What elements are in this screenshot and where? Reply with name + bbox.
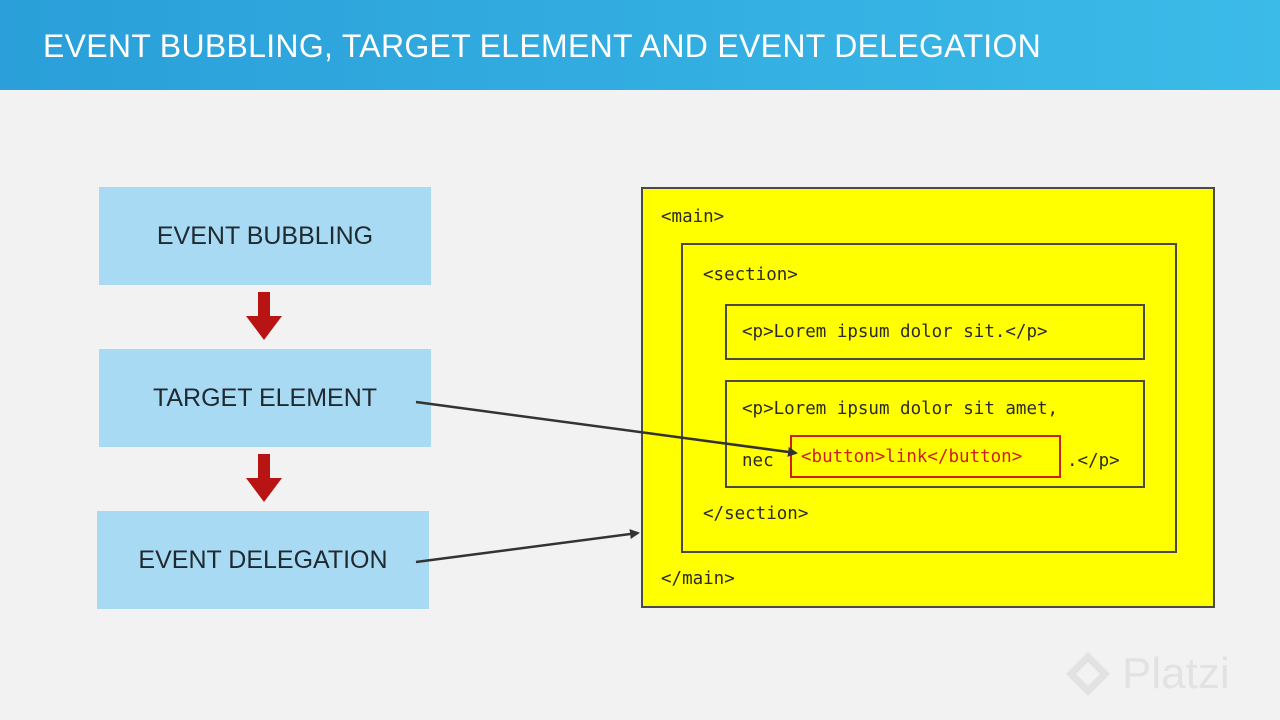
event-delegation-label: EVENT DELEGATION [138, 545, 388, 574]
section-close-tag: </section> [703, 504, 809, 524]
main-element-box [641, 187, 1215, 608]
paragraph-2-line-1: <p>Lorem ipsum dolor sit amet, [742, 399, 1059, 419]
event-delegation-box: EVENT DELEGATION [97, 511, 429, 609]
page-title: EVENT BUBBLING, TARGET ELEMENT AND EVENT… [43, 28, 1042, 64]
down-arrow-icon [246, 292, 282, 340]
main-open-tag: <main> [661, 207, 725, 227]
event-bubbling-box: EVENT BUBBLING [99, 187, 431, 285]
main-close-tag: </main> [661, 569, 735, 589]
section-element-box [681, 243, 1177, 553]
button-code-text: <button>link</button> [801, 447, 1023, 467]
paragraph-1-text: <p>Lorem ipsum dolor sit.</p> [742, 322, 1048, 342]
section-open-tag: <section> [703, 265, 798, 285]
platzi-logo-icon [1066, 652, 1110, 696]
paragraph-1-box [725, 304, 1145, 360]
target-element-connector [415, 400, 798, 457]
event-delegation-connector [415, 529, 640, 564]
paragraph-2-prefix: nec [742, 451, 774, 471]
paragraph-2-suffix: .</p> [1067, 451, 1120, 471]
down-arrow-icon [246, 454, 282, 502]
target-element-box: TARGET ELEMENT [99, 349, 431, 447]
target-element-label: TARGET ELEMENT [152, 383, 378, 412]
header-bar: EVENT BUBBLING, TARGET ELEMENT AND EVENT… [0, 0, 1280, 90]
watermark-text: Platzi [1122, 649, 1230, 698]
paragraph-2-box [725, 380, 1145, 488]
event-bubbling-label: EVENT BUBBLING [156, 221, 374, 250]
platzi-watermark: Platzi [1062, 648, 1230, 700]
